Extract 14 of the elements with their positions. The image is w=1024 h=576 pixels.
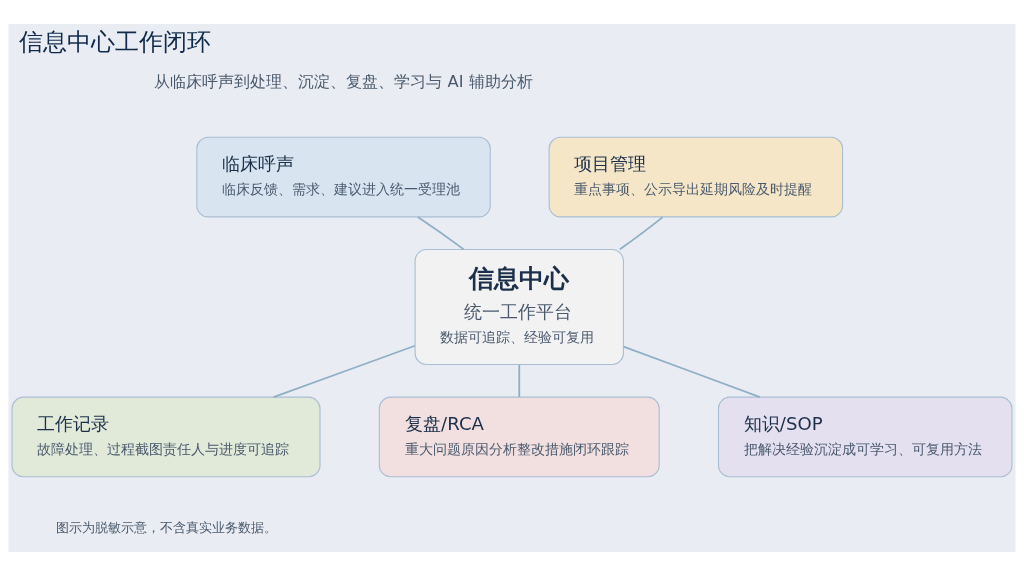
connector: [618, 216, 664, 251]
label: 从临床呼声到处理、沉淀、复盘、学习与 AI 辅助分析: [154, 71, 533, 91]
connector: [518, 363, 521, 398]
label: 图示为脱敏示意，不含真实业务数据。: [55, 520, 277, 536]
connector: [622, 345, 761, 398]
node-box: 知识/SOP 把解决经验沉淀成可学习、可复用方法: [717, 396, 1013, 478]
node-box: 复盘/RCA 重大问题原因分析整改措施闭环跟踪: [378, 396, 660, 478]
node-box: 信息中心 统一工作平台 数据可追踪、经验可复用: [414, 248, 624, 366]
connector: [272, 344, 416, 398]
node-box: 工作记录 故障处理、过程截图责任人与进度可追踪: [11, 396, 321, 478]
connector: [416, 216, 465, 251]
node-box: 临床呼声 临床反馈、需求、建议进入统一受理池: [196, 136, 491, 218]
diagram-title: 信息中心工作闭环: [18, 28, 211, 57]
node-box: 项目管理 重点事项、公示导出延期风险及时提醒: [548, 136, 844, 218]
